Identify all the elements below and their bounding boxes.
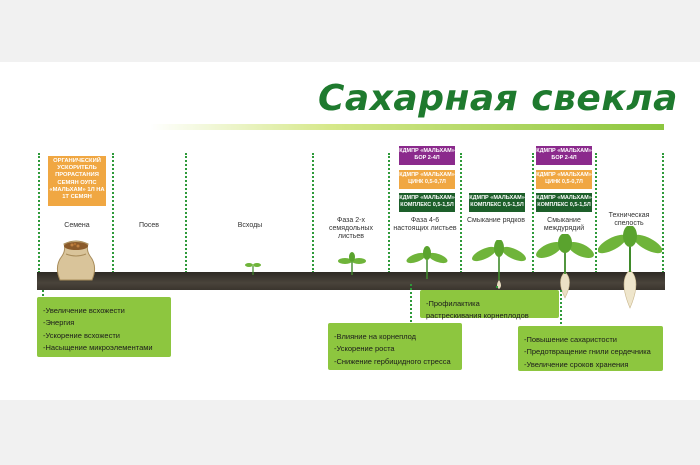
callout-connector (560, 290, 562, 328)
seed-sack-icon (56, 240, 96, 281)
sprout-icon (245, 263, 261, 275)
product-bor: КДМПР «МАЛЬХАМ» БОР 2-4Л (399, 146, 455, 165)
callout-connector (42, 290, 44, 300)
callout-item: -Повышение сахаристости (524, 334, 617, 344)
product-complex-interrows: КДМПР «МАЛЬХАМ» КОМПЛЕКС 0,5-1,5Л (536, 193, 592, 212)
stage-divider (38, 153, 40, 273)
stage-divider (112, 153, 114, 273)
stage-divider (595, 153, 597, 273)
callout-rows: -Профилактика растрескивания корнеплодов (420, 290, 559, 320)
callout-item: -Энергия (43, 318, 75, 327)
stage-divider (662, 153, 664, 273)
sprout-icon (338, 252, 366, 275)
beet-plant-icon (598, 226, 662, 309)
product-zinc: КДМПР «МАЛЬХАМ» ЦИНК 0,5-0,7Л (399, 170, 455, 189)
stage-divider (532, 153, 534, 273)
callout-connector (410, 284, 412, 326)
stage-label-interrow-closure: Смыкание междурядий (543, 217, 585, 232)
stage-label-shoots: Всходы (237, 222, 263, 229)
callout-item: -Профилактика (426, 298, 480, 308)
stage-divider (312, 153, 314, 273)
callout-item: -Снижение гербицидного стресса (334, 356, 451, 366)
beet-plant-icon (406, 246, 448, 279)
callout-item: -Ускорение роста (334, 344, 395, 353)
callout-item: -Ускорение всхожести (43, 330, 120, 340)
product-bor-interrows: КДМПР «МАЛЬХАМ» БОР 2-4Л (536, 146, 592, 165)
stage-divider (388, 153, 390, 273)
callout-item: растрескивания корнеплодов (426, 311, 529, 320)
soil-strip (37, 272, 665, 290)
stage-label-sowing: Посев (138, 222, 160, 229)
beet-plant-icon (472, 240, 526, 289)
callout-item: -Увеличение сроков хранения (524, 359, 629, 369)
stage-label-row-closure: Смыкание рядков (466, 217, 526, 224)
callout-item: -Влияние на корнеплод (334, 331, 417, 341)
stage-label-maturity: Техническая спелость (608, 212, 650, 227)
stage-divider (185, 153, 187, 273)
beet-plant-icon (536, 234, 594, 299)
stage-label-cotyledon: Фаза 2-х семядольных листьев (329, 217, 373, 240)
stage-label-true-leaves: Фаза 4-6 настоящих листьев (393, 217, 457, 232)
stage-label-seeds: Семена (64, 222, 90, 229)
seed-product-box: ОРГАНИЧЕСКИЙ УСКОРИТЕЛЬ ПРОРАСТАНИЯ СЕМЯ… (48, 156, 106, 206)
page-title: Сахарная свекла (318, 78, 678, 119)
stage-divider (460, 153, 462, 273)
callout-phase46: -Влияние на корнеплод -Ускорение роста -… (328, 323, 462, 370)
title-underline (150, 124, 664, 130)
product-complex: КДМПР «МАЛЬХАМ» КОМПЛЕКС 0,5-1,5Л (399, 193, 455, 212)
product-zinc-interrows: КДМПР «МАЛЬХАМ» ЦИНК 0,5-0,7Л (536, 170, 592, 189)
callout-item: -Насыщение микроэлементами (43, 343, 153, 352)
callout-interrows: -Повышение сахаристости -Предотвращение … (518, 326, 663, 371)
callout-item: -Увеличение всхожести (43, 305, 125, 315)
product-complex-rows: КДМПР «МАЛЬХАМ» КОМПЛЕКС 0,5-1,5Л (469, 193, 525, 212)
callout-item: -Предотвращение гнили сердечника (524, 347, 651, 356)
callout-seeds: -Увеличение всхожести -Энергия -Ускорени… (37, 297, 171, 357)
